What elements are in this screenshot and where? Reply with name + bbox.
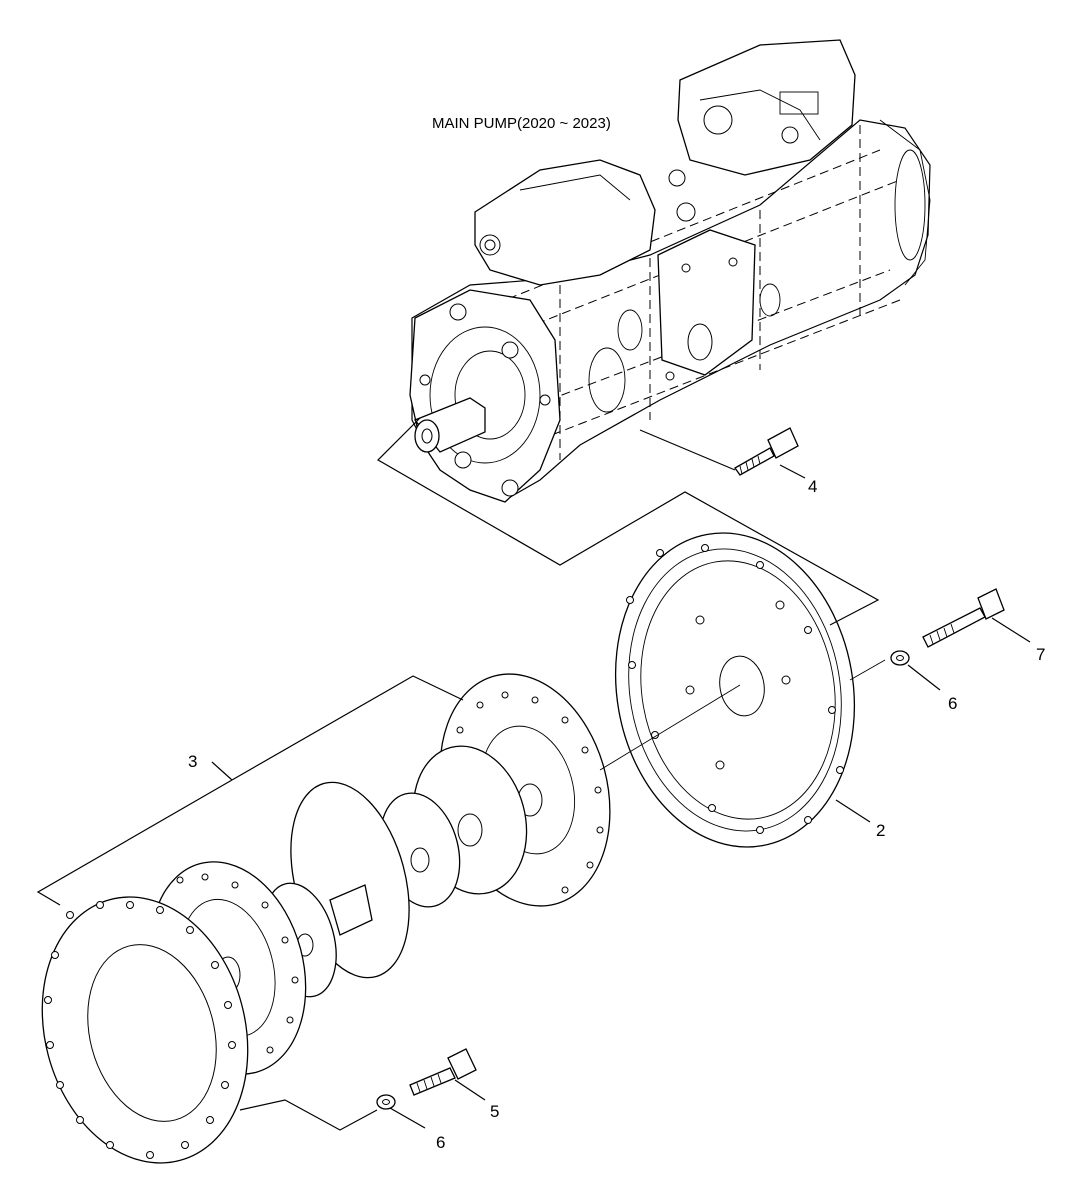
callout-2: 2 (876, 821, 885, 840)
callout-5: 5 (490, 1102, 499, 1121)
main-pump (409, 39, 931, 503)
callout-6b: 6 (436, 1133, 445, 1152)
diagram-title: MAIN PUMP(2020 ~ 2023) (432, 115, 611, 132)
callout-4: 4 (808, 477, 817, 496)
callout-6a: 6 (948, 694, 957, 713)
coupling-assembly-part-3 (41, 673, 611, 1164)
callout-3: 3 (188, 752, 197, 771)
bolt-5 (409, 1048, 477, 1096)
washer-6-lower (376, 1094, 396, 1110)
washer-6-upper (890, 650, 910, 666)
leader-lines (36, 417, 1031, 1131)
bolt-4 (734, 427, 799, 476)
callout-7: 7 (1036, 645, 1045, 664)
bolt-7 (922, 588, 1005, 648)
flywheel-housing-part-2 (614, 532, 856, 848)
